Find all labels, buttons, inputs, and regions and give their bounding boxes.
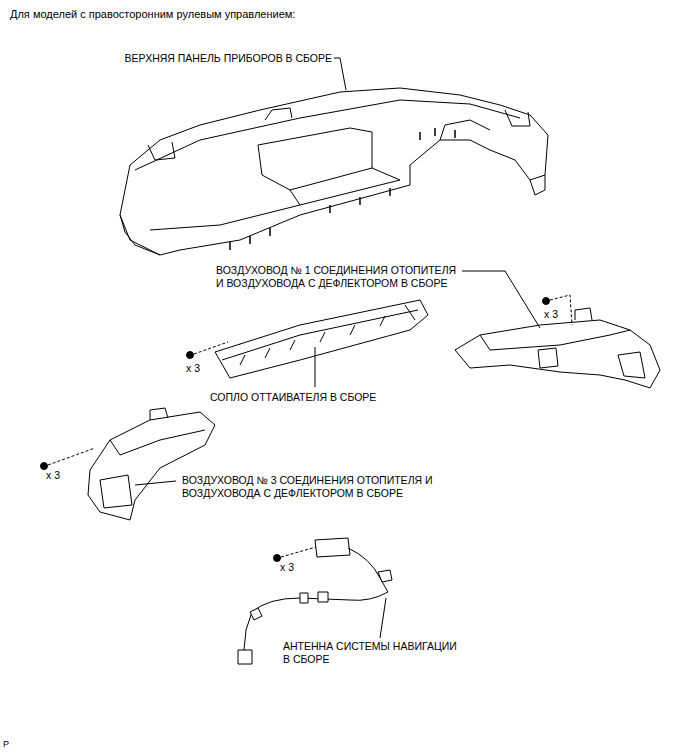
leader-line xyxy=(334,58,346,90)
leader-line xyxy=(380,598,386,638)
part-name: АНТЕННА СИСТЕМЫ НАВИГАЦИИ В СБОРЕ xyxy=(283,640,466,665)
instrument-panel xyxy=(120,88,548,255)
screw-symbols xyxy=(41,295,573,562)
part-name: ВЕРХНЯЯ ПАНЕЛЬ ПРИБОРОВ В СБОРЕ xyxy=(125,52,332,65)
leader-line xyxy=(315,347,316,387)
quantity-label: x 3 xyxy=(280,561,294,574)
leader-line xyxy=(135,481,176,485)
page-title: Для моделей с правосторонним рулевым упр… xyxy=(10,8,295,21)
part-name: ВОЗДУХОВОД № 3 СОЕДИНЕНИЯ ОТОПИТЕЛЯ И ВО… xyxy=(182,474,482,499)
quantity-label: x 3 xyxy=(186,362,200,375)
defroster-nozzle xyxy=(215,300,428,378)
duct-1 xyxy=(455,308,660,388)
part-name: СОПЛО ОТТАИВАТЕЛЯ В СБОРЕ xyxy=(210,391,376,404)
leader-line xyxy=(462,271,540,328)
page-mark: P xyxy=(3,738,9,751)
duct-3 xyxy=(88,408,215,520)
part-name: ВОЗДУХОВОД № 1 СОЕДИНЕНИЯ ОТОПИТЕЛЯ И ВО… xyxy=(216,264,458,289)
quantity-label: x 3 xyxy=(544,308,558,321)
quantity-label: x 3 xyxy=(46,469,60,482)
